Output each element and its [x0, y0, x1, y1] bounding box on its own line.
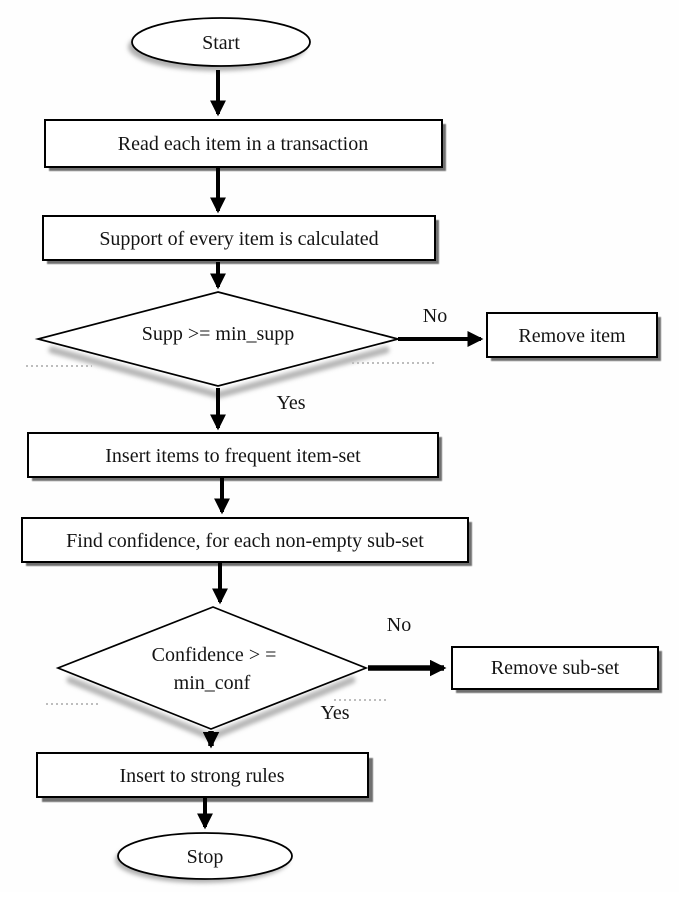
node-remove-subset-label: Remove sub-set — [491, 657, 620, 679]
node-supp-check-label: Supp >= min_supp — [142, 323, 295, 345]
read-transaction-box — [44, 119, 443, 168]
insert-strong-box — [36, 752, 369, 798]
node-find-confidence: Find confidence, for each non-empty sub-… — [21, 517, 472, 566]
node-read-transaction-label: Read each item in a transaction — [118, 133, 368, 155]
node-start-label: Start — [202, 32, 240, 54]
node-remove-subset: Remove sub-set — [451, 646, 662, 693]
confidence-check-no-label: No — [387, 614, 411, 636]
remove-item-box — [486, 312, 658, 358]
insert-frequent-box — [27, 432, 439, 478]
remove-subset-box — [451, 646, 659, 690]
supp-check-no-label: No — [423, 305, 447, 327]
node-remove-item-label: Remove item — [518, 325, 626, 347]
node-insert-frequent: Insert items to frequent item-set — [27, 432, 442, 481]
stop-ellipse — [117, 832, 293, 880]
supp-check-diamond — [34, 291, 402, 387]
node-insert-strong-label: Insert to strong rules — [120, 765, 285, 787]
support-calculated-box — [42, 215, 436, 261]
node-confidence-check-label-line1: Confidence > = — [152, 644, 277, 666]
start-ellipse — [131, 17, 311, 67]
node-support-calculated: Support of every item is calculated — [42, 215, 439, 264]
node-insert-frequent-label: Insert items to frequent item-set — [105, 445, 361, 467]
node-supp-check: Supp >= min_supp — [26, 291, 434, 399]
branch-labels: No Yes No Yes — [276, 305, 447, 724]
flow-arrows — [197, 70, 484, 830]
find-confidence-box — [21, 517, 469, 563]
confidence-check-yes-label: Yes — [320, 702, 349, 724]
node-support-calculated-label: Support of every item is calculated — [99, 228, 378, 250]
node-confidence-check-label-line2: min_conf — [174, 672, 251, 694]
node-remove-item: Remove item — [486, 312, 661, 361]
node-start: Start — [128, 17, 311, 71]
node-read-transaction: Read each item in a transaction — [44, 119, 446, 171]
node-find-confidence-label: Find confidence, for each non-empty sub-… — [66, 530, 424, 552]
supp-check-yes-label: Yes — [276, 392, 305, 414]
node-stop: Stop — [115, 832, 293, 883]
node-stop-label: Stop — [187, 846, 224, 868]
node-insert-strong: Insert to strong rules — [36, 752, 373, 802]
confidence-check-diamond — [55, 606, 369, 730]
